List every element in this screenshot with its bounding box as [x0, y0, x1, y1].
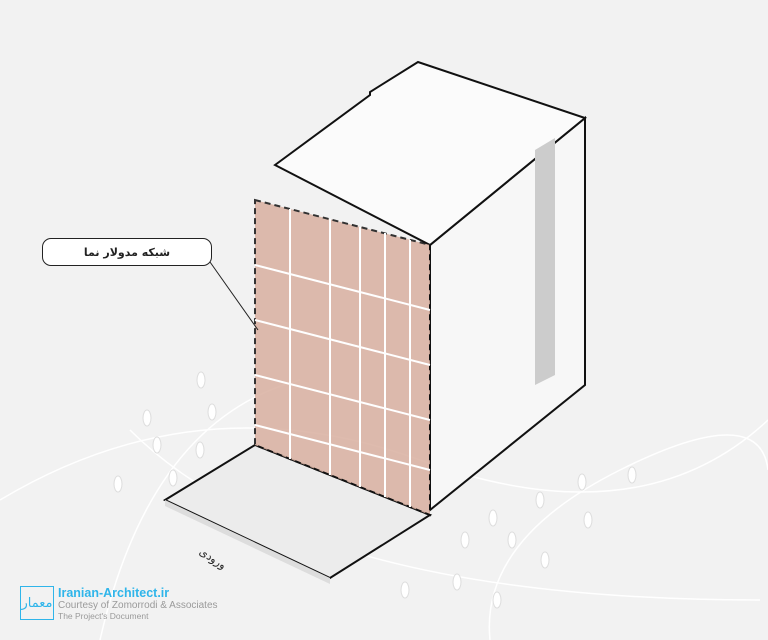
courtesy-text: Courtesy of Zomorrodi & Associates: [58, 600, 218, 611]
trees: [113, 371, 637, 609]
credit-block: Iranian-Architect.ir Courtesy of Zomorro…: [58, 586, 218, 621]
callout-leader: [209, 261, 259, 331]
document-text: The Project's Document: [58, 611, 149, 621]
site-link[interactable]: Iranian-Architect.ir: [58, 586, 170, 600]
facade-grid-callout: شبکه مدولار نما: [42, 238, 212, 266]
logo-icon: معمار: [20, 586, 54, 620]
building-volume: [273, 60, 588, 513]
facade-grid: [254, 198, 431, 517]
